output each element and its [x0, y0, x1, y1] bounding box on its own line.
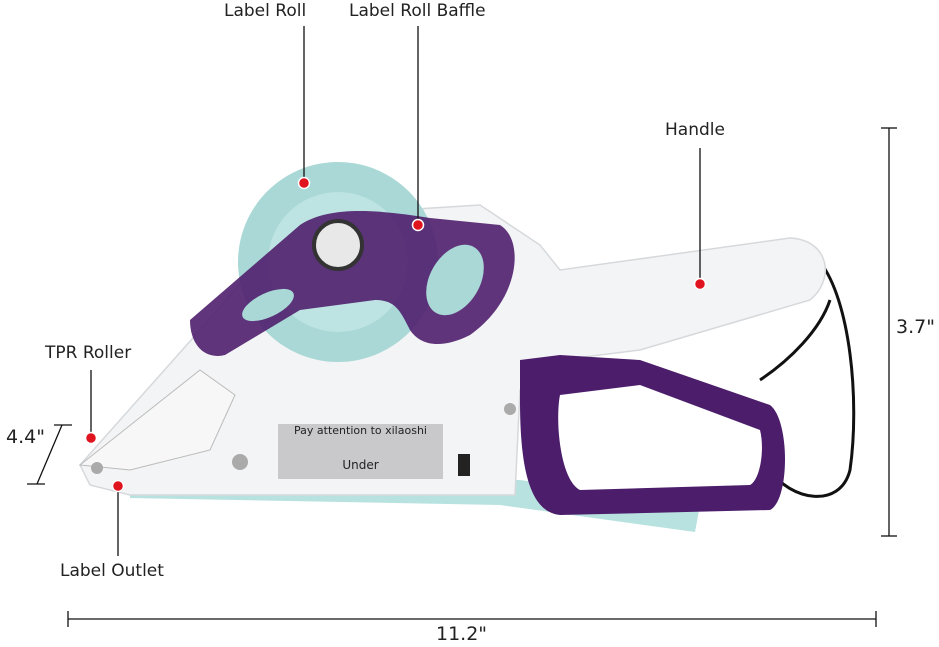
dimension-lines: [27, 127, 897, 627]
callout-handle: Handle: [665, 120, 725, 140]
switch: [458, 454, 470, 476]
sticker-text-2: Under: [342, 458, 379, 472]
dot-label-roll-baffle: [411, 218, 425, 232]
sticker-plate: [278, 424, 443, 479]
cord: [759, 261, 856, 498]
screw: [504, 403, 516, 415]
baffle-cutout: [426, 244, 484, 316]
baffle-cutout: [242, 288, 294, 322]
screw: [91, 462, 103, 474]
callout-label-outlet: Label Outlet: [60, 561, 164, 581]
dimension-head: 4.4": [6, 426, 45, 448]
dimension-height: 3.7": [896, 316, 935, 338]
callout-tpr-roller: TPR Roller: [45, 343, 132, 363]
dimension-width: 11.2": [436, 623, 488, 645]
callout-dots: [84, 176, 707, 493]
handle-opening: [558, 385, 762, 490]
sticker-text-1: Pay attention to xilaoshi: [294, 424, 427, 437]
callout-label-roll-baffle: Label Roll Baffle: [349, 1, 486, 21]
dot-handle: [693, 277, 707, 291]
label-roll-baffle-shape: [190, 210, 515, 356]
dot-tpr-roller: [84, 431, 98, 445]
dot-label-outlet: [111, 479, 125, 493]
roll-hub: [312, 219, 364, 271]
callout-lines: [90, 26, 701, 556]
callout-label-roll: Label Roll: [224, 1, 307, 21]
screw: [232, 454, 248, 470]
dot-label-roll: [297, 176, 311, 190]
applicator-head: [78, 369, 236, 471]
